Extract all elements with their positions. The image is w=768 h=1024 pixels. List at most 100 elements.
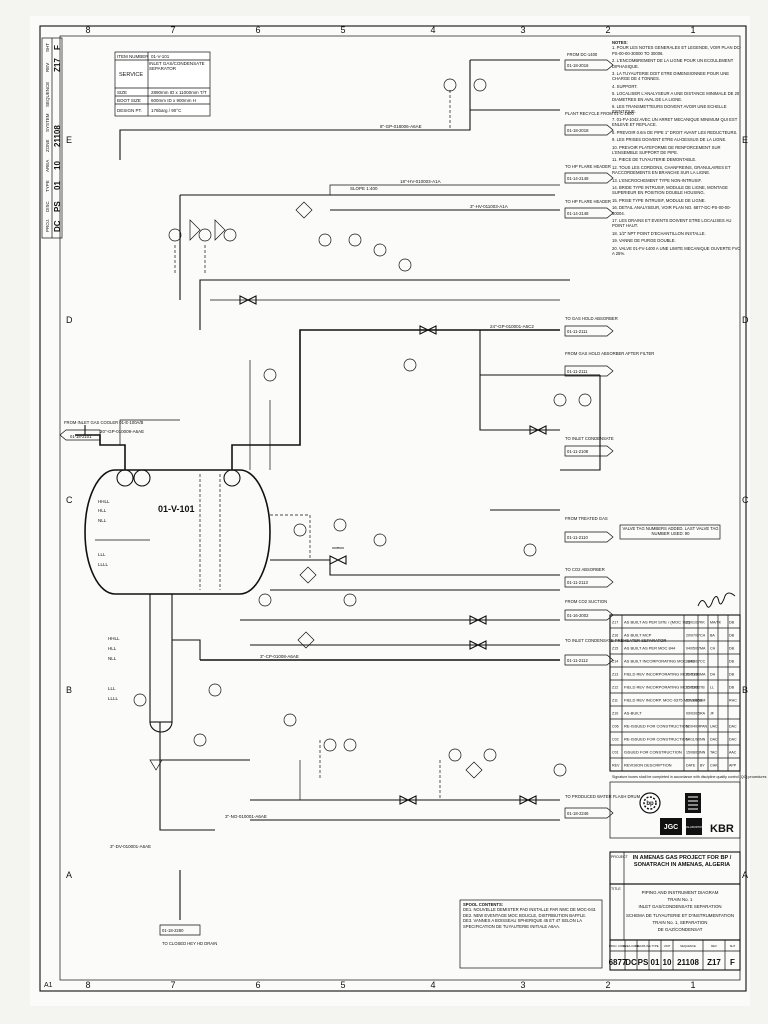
side-doc-strip: PROJ. DISC TYPE AREA ZONE SYSTEM SEQUENC… [41, 37, 63, 239]
note-item: 9. LES PRISES DOIVENT ETRE AU-DESSUS DE … [612, 137, 727, 143]
zone-row: B [742, 685, 748, 695]
cont-ref: 01-18-2016 [567, 63, 589, 68]
line-label: 8"-GP-018006-A6AE [380, 124, 422, 129]
line-label: 18"-HV-010003-A1A [400, 179, 441, 184]
note-item: 19. VANNE DE PURGE DOUBLE. [612, 238, 676, 244]
revision-desc: AS BUILT AS PER SITE / (MOC 782) [624, 620, 691, 625]
cont-ref: 01-14-2148 [567, 211, 589, 216]
eq-label: ITEM NUMBER [117, 54, 149, 59]
revision-rev: Z12 [612, 686, 618, 690]
separator-vessel-01-V-101: 01-V-101 [84, 469, 271, 733]
title-line: TRAIN No. 1 [668, 897, 693, 902]
revision-rev: REV [612, 764, 620, 768]
doc-number-part: F [730, 958, 735, 967]
line-label: 3"-DV-010001-A6AE [110, 844, 151, 849]
revision-by: KK [700, 621, 705, 625]
doc-number-header: REV [711, 944, 717, 948]
note-item: 2. L'ENCOMBREMENT DE LA LIGNE POUR UN EC… [612, 58, 734, 69]
zone-col: 3 [520, 980, 525, 990]
instrument-bubbles [133, 78, 592, 777]
revision-rev: Z16 [612, 634, 618, 638]
revision-by: NN [700, 738, 706, 742]
cont-flag: FROM INLET GAS COOLER 01-E-100A/B01-18-2… [59, 420, 143, 441]
side-headers: PROJ. [45, 219, 50, 232]
doc-number-header: AREA CODE [623, 944, 639, 948]
paper [30, 16, 750, 1006]
project-label: PROJECT [611, 855, 629, 859]
level-mark: LLLL [108, 696, 119, 701]
revision-date: DATE [686, 764, 696, 768]
revision-date: 15/08/03 [686, 751, 700, 755]
bp-logo: bp [639, 792, 661, 814]
note-item: 6. LES TRANSMETTEURS DOIVENT AVOIR UNE E… [612, 104, 727, 115]
revision-app: DAC [729, 725, 737, 729]
cont-text: TO HP FLARE HEADER [565, 199, 611, 204]
note-item: 15. PRISE TYPE INTRUSIF, MODULE DE LIGNE… [612, 197, 706, 203]
revision-app: DB [729, 686, 735, 690]
zone-row: D [66, 315, 73, 325]
revision-app: DB [729, 621, 735, 625]
jgc-logo-text: JGC [664, 824, 678, 831]
hold-note-wrap: VALVE TAG NUMBERS ADDED. LAST VALVE TAG … [622, 526, 718, 536]
revision-chk: DH [710, 673, 716, 677]
level-mark: LLL [108, 686, 116, 691]
revision-app: DB [729, 634, 735, 638]
revision-date: 21/03/07 [686, 660, 700, 664]
revision-desc: AS-BUILT [624, 711, 642, 716]
revision-chk: DAC [710, 738, 718, 742]
doc-number-part: Z17 [707, 958, 721, 967]
zone-row: A [66, 870, 72, 880]
spool-notes-box: SPOOL CONTENTS: DE1. NOUVELLE DEMISTER P… [459, 899, 603, 969]
zone-col: 8 [85, 980, 90, 990]
title-line: TRAIN No. 1, SEPARATION [653, 920, 708, 925]
level-mark: NLL [108, 656, 117, 661]
revision-chk: UAC [710, 725, 718, 729]
cont-ref: 01-11-2111 [567, 369, 588, 374]
revision-by: CH [700, 634, 706, 638]
side-value: F [53, 45, 62, 50]
revision-rev: C01 [612, 751, 619, 755]
zone-col: 1 [690, 25, 695, 35]
cont-text: FROM DC-1400 [567, 52, 598, 57]
project-name: IN AMENAS GAS PROJECT FOR BP / SONATRACH… [632, 855, 732, 868]
cont-ref: 01-11-2108 [567, 449, 589, 454]
cont-text: PLANT RECYCLE FROM 01-C-1400 [565, 111, 634, 116]
spool-note: SPOOL CONTENTS: [463, 902, 504, 907]
note-item: 16. DETAIL ANALYSEUR, VOIR PLAN NO. 6877… [612, 205, 731, 216]
doc-number-header: TYPE [651, 944, 658, 948]
level-mark: HLL [108, 646, 117, 651]
revision-desc: AS BUILT INCORPORATING MOC-843 [624, 659, 695, 664]
zone-col: 7 [170, 25, 175, 35]
sonatrach-logo [685, 793, 701, 813]
revision-date: 20/11/05 [686, 699, 700, 703]
zone-row: C [742, 495, 749, 505]
zone-col: 7 [170, 980, 175, 990]
revision-date: 23/01/07 [686, 621, 700, 625]
revision-app: DB [729, 660, 735, 664]
line-label: 3"-NO-010001-A6AE [225, 814, 267, 819]
zone-columns-top: 8 7 6 5 4 3 2 1 [85, 25, 695, 35]
cont-ref: 01-18-2101 [70, 434, 92, 439]
spool-note: DE2. NEW EVENTAGE MOC BOUCLE, DISTRIBUTI… [463, 912, 587, 918]
eq-value: 176barg / 90°C [151, 108, 182, 113]
notes-block: NOTES: 1. POUR LES NOTES GENERALES ET LE… [612, 40, 741, 540]
cont-ref: 01-14-2148 [567, 176, 589, 181]
revision-app: APP [729, 764, 737, 768]
zone-col: 5 [340, 980, 345, 990]
zone-row: E [742, 135, 748, 145]
note-item: 20. VALVE 01-FV-1400 A UNE LIMITE MECANI… [612, 245, 741, 256]
line-labels: 20"-GP-010009-A6AE 8"-GP-018006-A6AE 18"… [100, 124, 534, 849]
level-mark: LLLL [98, 562, 109, 567]
doc-number-part: 21108 [677, 958, 699, 967]
revision-by: TB [700, 686, 705, 690]
outer-frame [39, 25, 747, 992]
zone-col: 2 [605, 980, 610, 990]
level-mark: HHLL [98, 499, 110, 504]
